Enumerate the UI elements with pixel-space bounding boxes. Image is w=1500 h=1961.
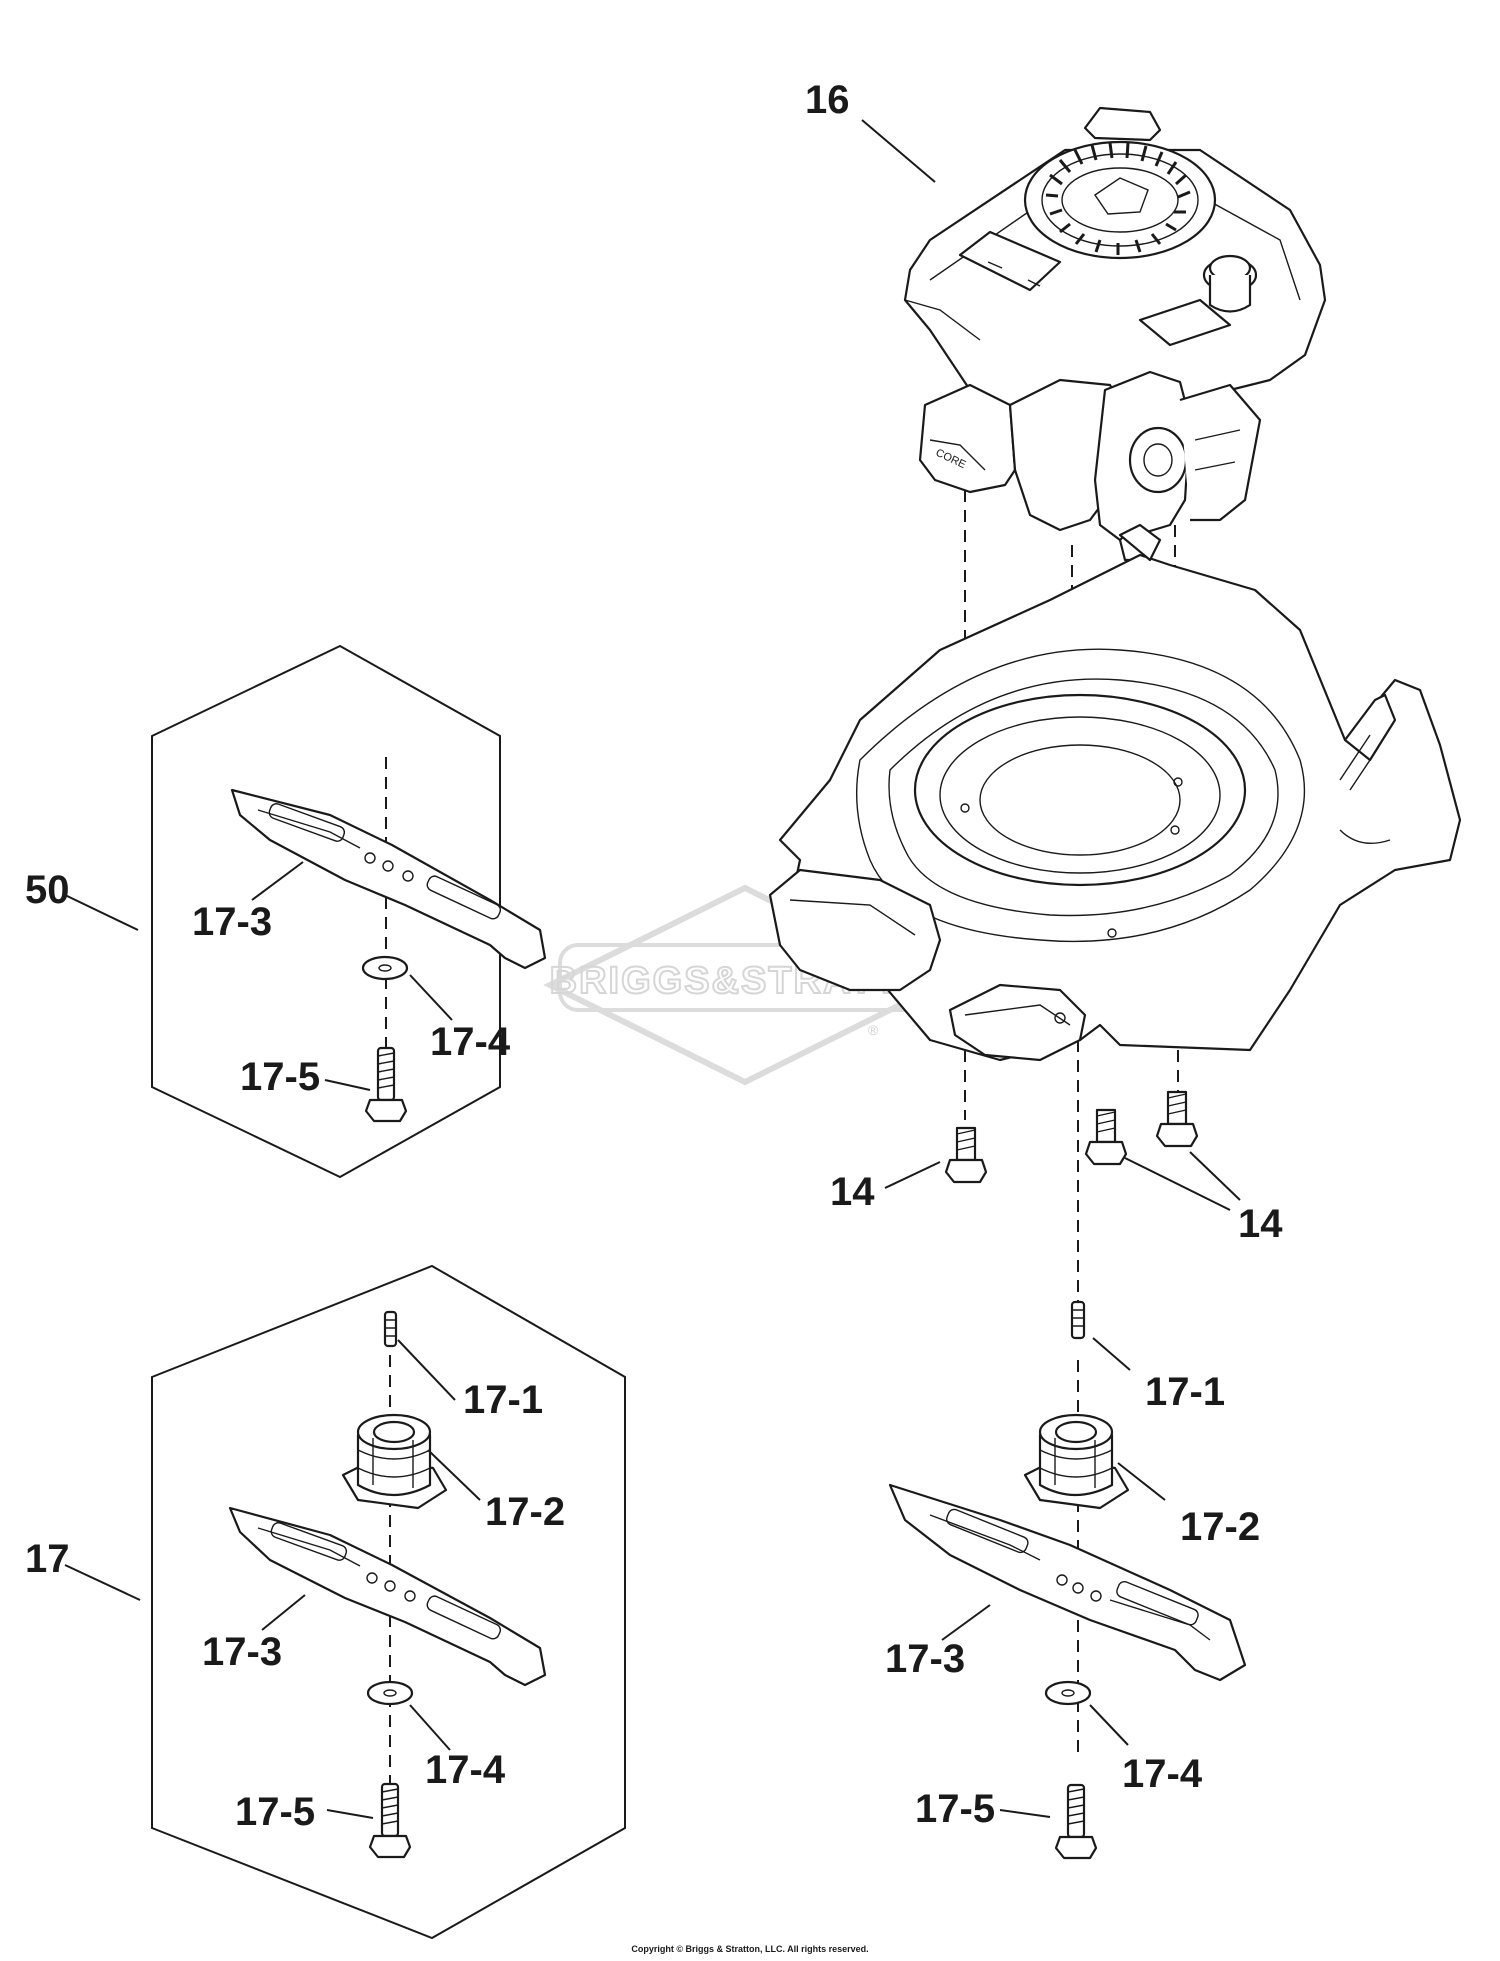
kit-50-group <box>151 644 547 1179</box>
deck-bolt <box>944 1126 988 1184</box>
callout-bolt-left: 14 <box>830 1170 875 1214</box>
main-blade-key <box>1070 1300 1086 1340</box>
callout-k17-bolt: 17-5 <box>235 1790 315 1834</box>
k17-blade <box>228 1506 547 1687</box>
callouts: 16 50 17 14 14 17-3 17-4 17-5 17-1 17-2 … <box>25 78 1283 1834</box>
callout-bolt-right: 14 <box>1238 1202 1283 1246</box>
watermark-registered: ® <box>868 1022 879 1038</box>
callout-k17-blade: 17-3 <box>202 1630 282 1674</box>
k50-washer <box>361 955 409 981</box>
k17-adapter <box>341 1413 448 1510</box>
callout-k17-washer: 17-4 <box>425 1748 506 1792</box>
callout-k17-adapter: 17-2 <box>485 1490 565 1534</box>
k50-blade <box>230 788 547 970</box>
mower-deck <box>768 523 1462 1062</box>
main-blade-washer <box>1044 1680 1092 1706</box>
callout-k50-washer: 17-4 <box>430 1020 511 1064</box>
k50-bolt <box>364 1046 408 1123</box>
main-blade-adapter <box>1023 1413 1130 1510</box>
k17-washer <box>366 1680 414 1706</box>
callout-k17-key: 17-1 <box>463 1378 543 1422</box>
deck-bolt <box>1084 1108 1128 1166</box>
engine-assembly: CORE <box>903 106 1327 562</box>
callout-k50-blade: 17-3 <box>192 900 272 944</box>
callout-main-key: 17-1 <box>1145 1370 1225 1414</box>
callout-kit-50: 50 <box>25 868 70 912</box>
callout-main-washer: 17-4 <box>1122 1752 1203 1796</box>
callout-k50-bolt: 17-5 <box>240 1055 320 1099</box>
k17-bolt <box>368 1782 412 1859</box>
callout-main-adapter: 17-2 <box>1180 1505 1260 1549</box>
callout-kit-17: 17 <box>25 1537 70 1581</box>
callout-main-blade: 17-3 <box>885 1637 965 1681</box>
kit-17-group <box>151 1264 626 1940</box>
k17-key <box>383 1310 398 1348</box>
callout-engine: 16 <box>805 78 850 122</box>
main-blade-bolt <box>1054 1783 1098 1860</box>
main-blade <box>888 1483 1247 1682</box>
copyright-notice: Copyright © Briggs & Stratton, LLC. All … <box>631 1944 868 1954</box>
deck-bolt <box>1155 1090 1199 1148</box>
callout-main-bolt: 17-5 <box>915 1787 995 1831</box>
leader-lines <box>64 119 1241 1819</box>
